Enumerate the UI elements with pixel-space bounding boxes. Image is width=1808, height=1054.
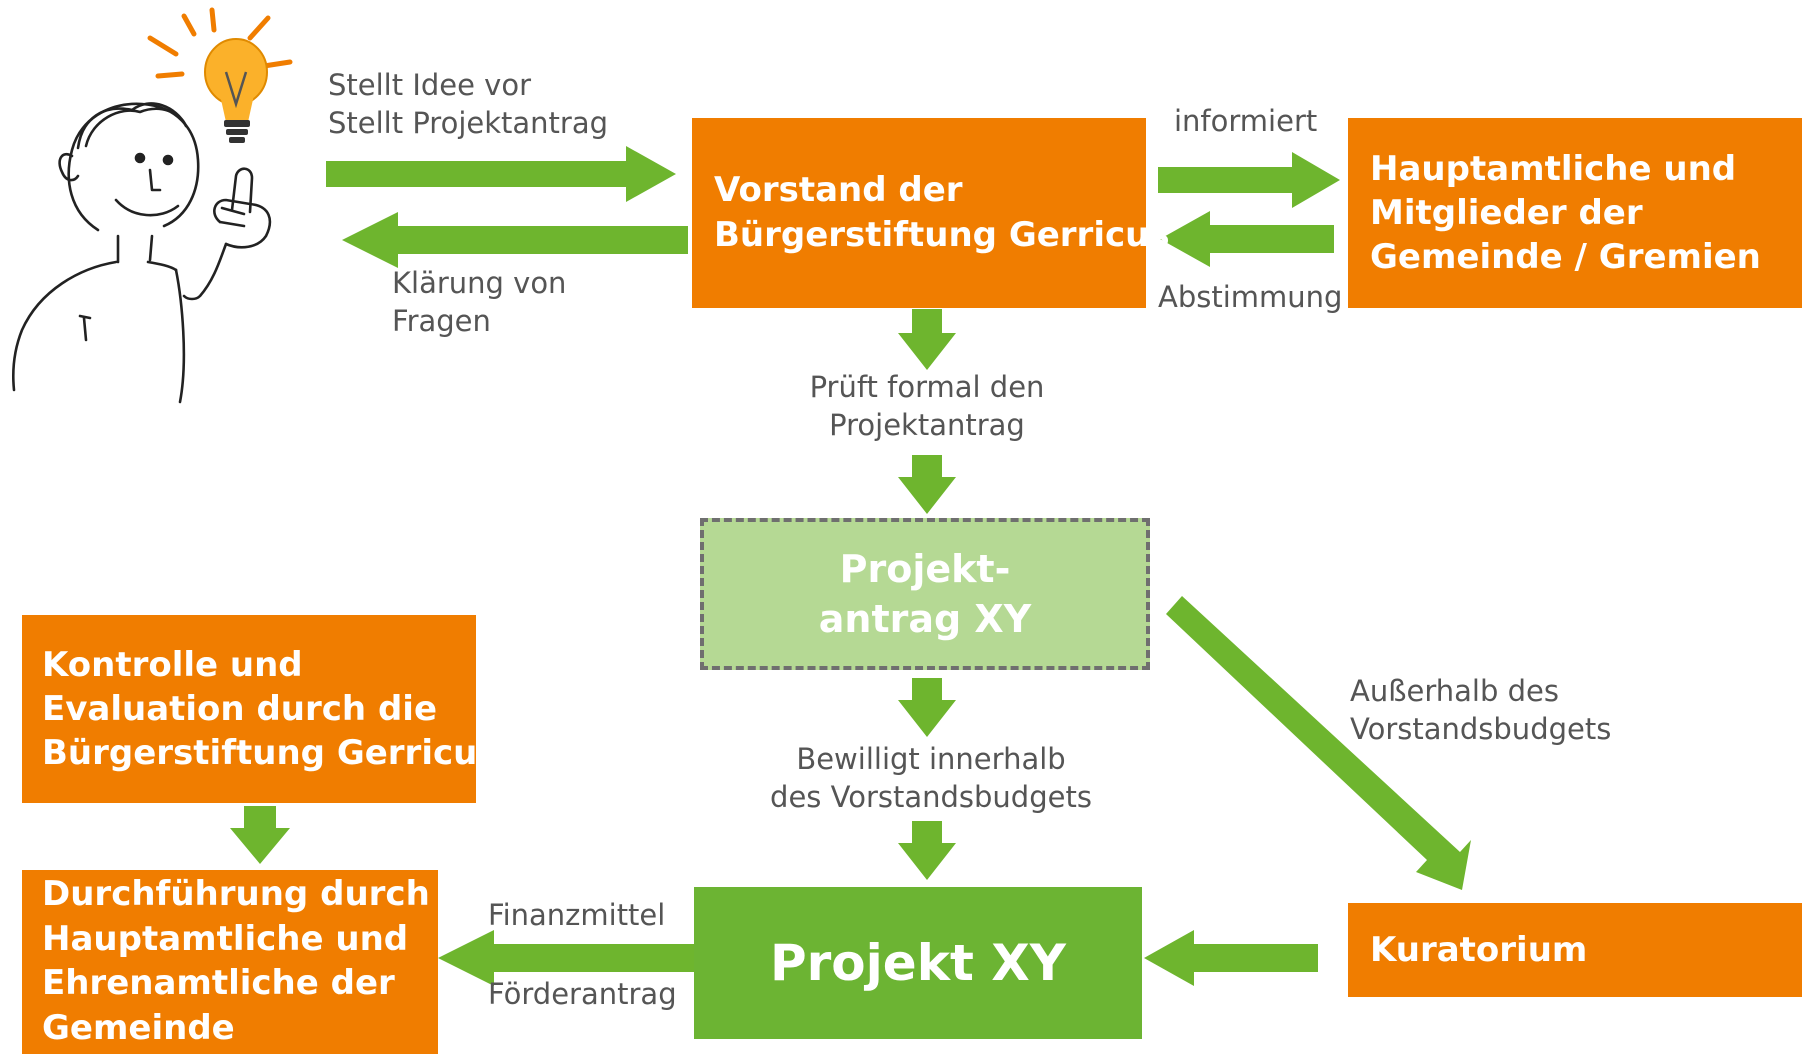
arrow-prueft-down: [898, 455, 956, 514]
vorstand-line: Bürgerstiftung Gerricus: [714, 215, 1170, 255]
label-abstimmung-line: Abstimmung: [1158, 280, 1343, 314]
label-ausserhalb: Außerhalb des Vorstandsbudgets: [1350, 672, 1611, 748]
arrow-antrag-down: [898, 678, 956, 737]
label-finanzmittel-line: Finanzmittel: [488, 898, 666, 932]
label-stellt: Stellt Idee vor Stellt Projektantrag: [328, 66, 608, 142]
label-bewilligt-line: Bewilligt innerhalb: [796, 742, 1066, 776]
arrow-informiert: [1158, 152, 1340, 208]
label-ausserhalb-line: Außerhalb des: [1350, 674, 1559, 708]
person-with-lightbulb-icon: [11, 7, 293, 404]
label-foerderantrag: Förderantrag: [488, 975, 677, 1013]
label-bewilligt: Bewilligt innerhalb des Vorstandsbudgets: [751, 740, 1111, 816]
arrow-bewilligt-down: [898, 821, 956, 880]
projektantrag-box: Projekt- antrag XY: [700, 518, 1150, 670]
durchfuehrung-box: Durchführung durch Hauptamtliche und Ehr…: [22, 870, 438, 1054]
hauptamtliche-box: Hauptamtliche und Mitglieder der Gemeind…: [1348, 118, 1802, 308]
arrow-vorstand-down: [898, 309, 956, 370]
person-sketch: [11, 102, 272, 404]
light-rays: [147, 7, 293, 79]
durchfuehrung-line: Ehrenamtliche der: [42, 963, 395, 1003]
label-informiert-line: informiert: [1174, 104, 1318, 138]
label-foerderantrag-line: Förderantrag: [488, 977, 677, 1011]
kontrolle-line: Evaluation durch die: [42, 689, 438, 729]
arrow-projekt-to-durchfuehrung: [438, 930, 696, 986]
label-bewilligt-line: des Vorstandsbudgets: [770, 780, 1092, 814]
durchfuehrung-line: Hauptamtliche und: [42, 918, 409, 959]
vorstand-box: Vorstand der Bürgerstiftung Gerricus: [692, 118, 1170, 308]
label-informiert: informiert: [1174, 102, 1317, 140]
kontrolle-line: Bürgerstiftung Gerricus: [42, 733, 498, 773]
label-klaerung-line: Klärung von: [392, 266, 567, 300]
hauptamtliche-line: Hauptamtliche und: [1370, 149, 1737, 189]
label-abstimmung: Abstimmung: [1158, 278, 1342, 316]
hauptamtliche-line: Mitglieder der: [1370, 193, 1643, 233]
durchfuehrung-line: Gemeinde: [42, 1007, 235, 1048]
label-finanzmittel: Finanzmittel: [488, 896, 665, 934]
kuratorium-box: Kuratorium: [1348, 903, 1802, 997]
label-stellt-line: Stellt Idee vor: [328, 68, 532, 102]
projekt-title: Projekt XY: [769, 934, 1067, 992]
projektantrag-line: antrag XY: [818, 597, 1032, 641]
label-ausserhalb-line: Vorstandsbudgets: [1350, 712, 1612, 746]
lightbulb-icon: [204, 38, 268, 143]
arrow-kontrolle-down: [230, 806, 290, 864]
kuratorium-title: Kuratorium: [1370, 930, 1588, 970]
label-prueft-line: Projektantrag: [829, 408, 1025, 442]
projekt-box: Projekt XY: [694, 887, 1142, 1039]
label-stellt-line: Stellt Projektantrag: [328, 106, 609, 140]
arrow-vorstand-to-person: [342, 212, 688, 268]
durchfuehrung-line: Durchführung durch: [42, 874, 430, 914]
projektantrag-line: Projekt-: [839, 547, 1011, 591]
arrow-person-to-vorstand: [326, 146, 676, 202]
vorstand-line: Vorstand der: [714, 170, 963, 210]
label-klaerung-line: Fragen: [392, 304, 491, 338]
label-klaerung: Klärung von Fragen: [392, 264, 566, 340]
label-prueft-line: Prüft formal den: [809, 370, 1045, 404]
kontrolle-line: Kontrolle und: [42, 645, 303, 685]
arrow-kuratorium-to-projekt: [1144, 930, 1318, 986]
arrow-antrag-to-kuratorium: [1166, 596, 1471, 890]
label-prueft: Prüft formal den Projektantrag: [777, 368, 1077, 444]
hauptamtliche-line: Gemeinde / Gremien: [1370, 237, 1761, 277]
kontrolle-box: Kontrolle und Evaluation durch die Bürge…: [22, 615, 498, 803]
arrow-abstimmung: [1160, 211, 1334, 267]
